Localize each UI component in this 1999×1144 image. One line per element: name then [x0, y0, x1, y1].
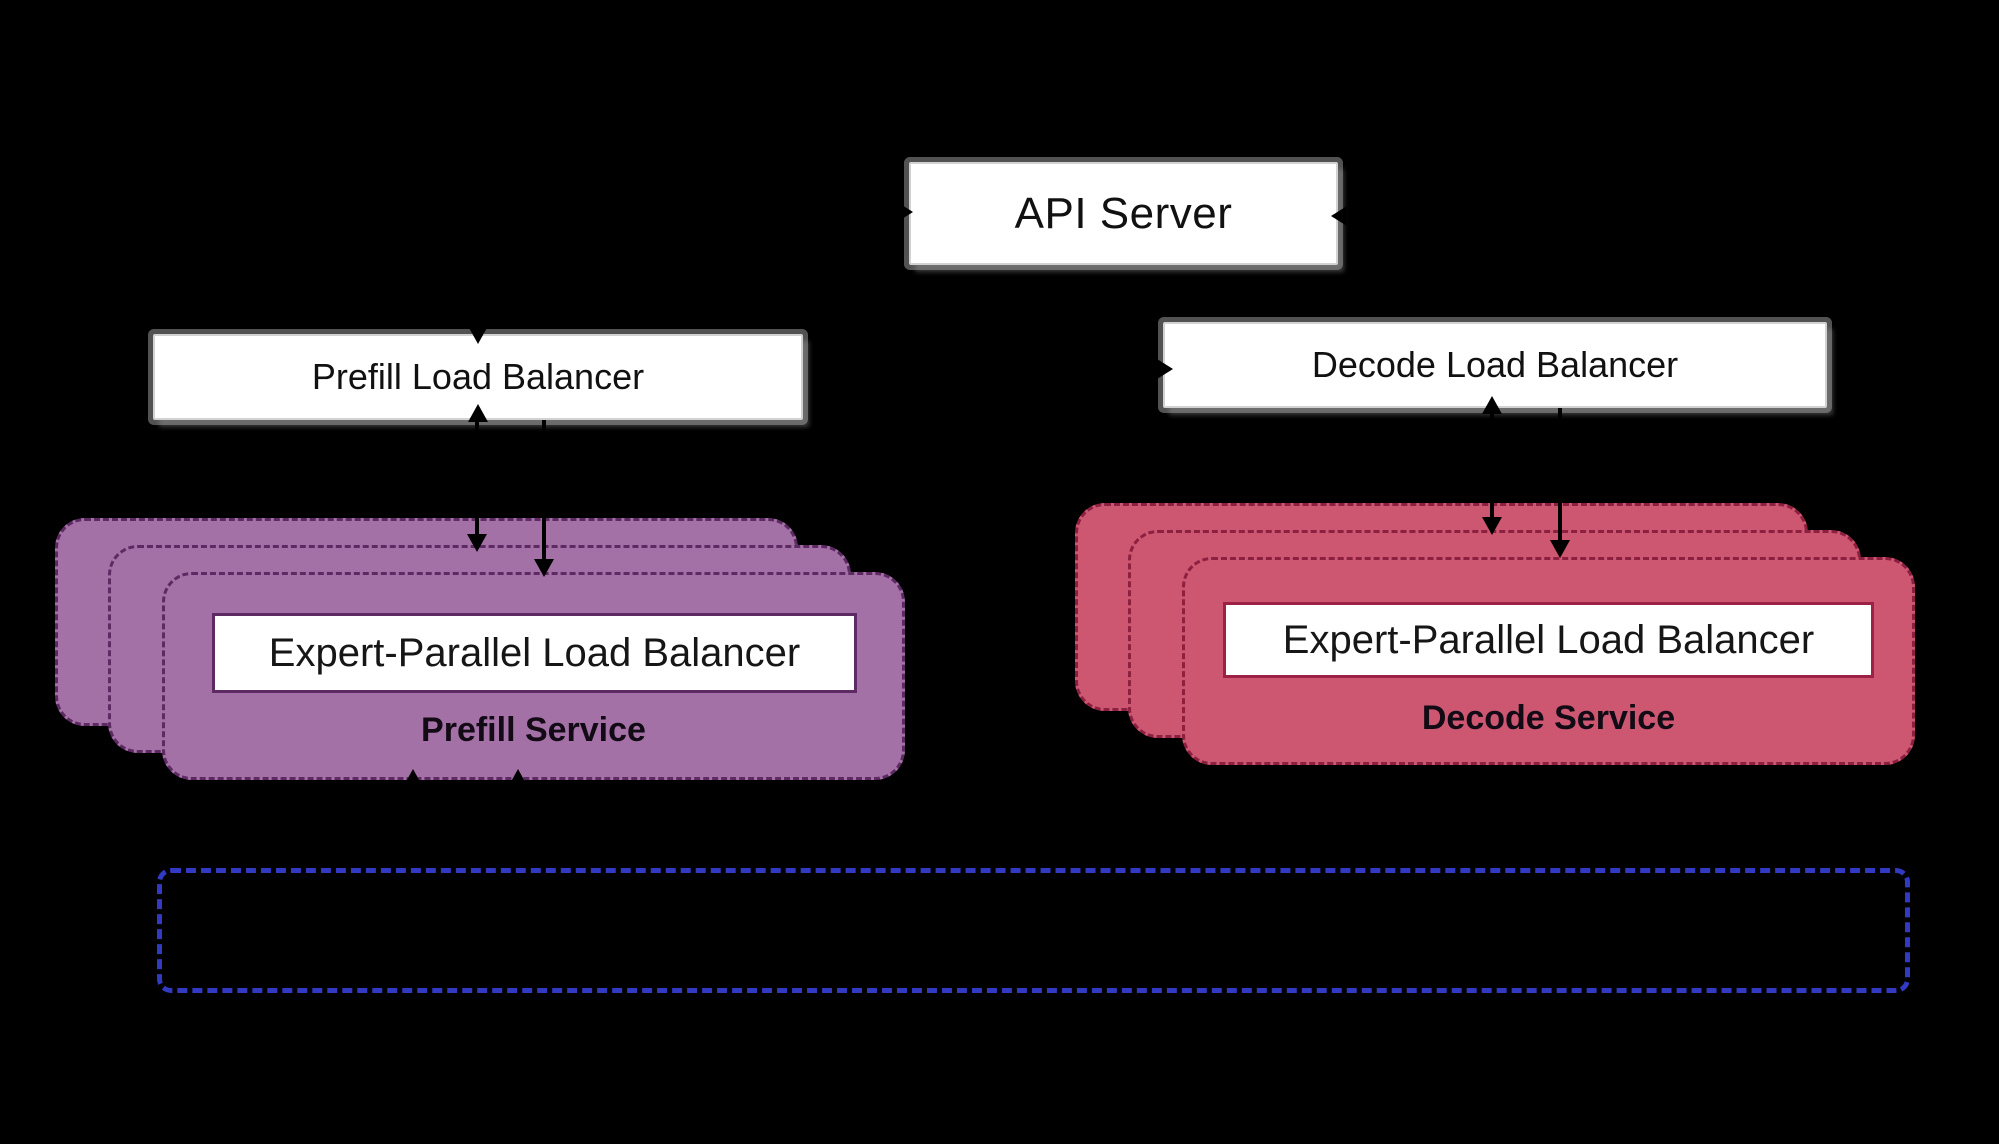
arrowhead-into-api-server-right-icon — [1331, 206, 1347, 226]
api-server-label: API Server — [1014, 188, 1233, 238]
decode-load-balancer-label: Decode Load Balancer — [1311, 344, 1679, 385]
prefill-expert-parallel-lb-label: Expert-Parallel Load Balancer — [268, 630, 801, 675]
arrowhead-into-decode-replica-2-icon — [1482, 517, 1502, 535]
arrowhead-into-prefill-lb-bottom-icon — [468, 404, 488, 422]
decode-expert-parallel-lb-box: Expert-Parallel Load Balancer — [1223, 602, 1874, 678]
prefill-expert-parallel-lb-box: Expert-Parallel Load Balancer — [212, 613, 857, 693]
decode-service-label: Decode Service — [1421, 699, 1676, 737]
prefill-service-label: Prefill Service — [421, 711, 646, 749]
prefill-lb-to-stack-line-1 — [475, 420, 479, 534]
decode-load-balancer-box: Decode Load Balancer — [1163, 322, 1827, 408]
arrowhead-into-api-server-left-icon — [897, 202, 913, 222]
decode-lb-to-stack-line-2 — [1558, 408, 1562, 540]
arrowhead-into-decode-replica-3-icon — [1550, 540, 1570, 558]
arrowhead-into-prefill-stack-bottom-1-icon — [403, 769, 423, 787]
api-server-box: API Server — [909, 162, 1338, 265]
decode-expert-parallel-lb-label: Expert-Parallel Load Balancer — [1282, 617, 1815, 662]
decode-lb-to-stack-line-1 — [1490, 408, 1494, 517]
arrowhead-into-prefill-lb-top-icon — [468, 326, 488, 344]
arrowhead-into-prefill-replica-3-icon — [534, 559, 554, 577]
bottom-dashed-container — [157, 868, 1910, 993]
arrowhead-into-prefill-replica-2-icon — [467, 534, 487, 552]
arrowhead-into-decode-lb-bottom-icon — [1482, 396, 1502, 414]
bottom-zone-to-prefill-line-1 — [411, 787, 415, 868]
arrowhead-into-decode-lb-left-icon — [1157, 359, 1173, 379]
prefill-load-balancer-label: Prefill Load Balancer — [311, 356, 645, 397]
bottom-zone-to-prefill-line-2 — [516, 787, 520, 868]
prefill-lb-to-stack-line-2 — [542, 420, 546, 559]
arrowhead-into-prefill-stack-bottom-2-icon — [508, 769, 528, 787]
